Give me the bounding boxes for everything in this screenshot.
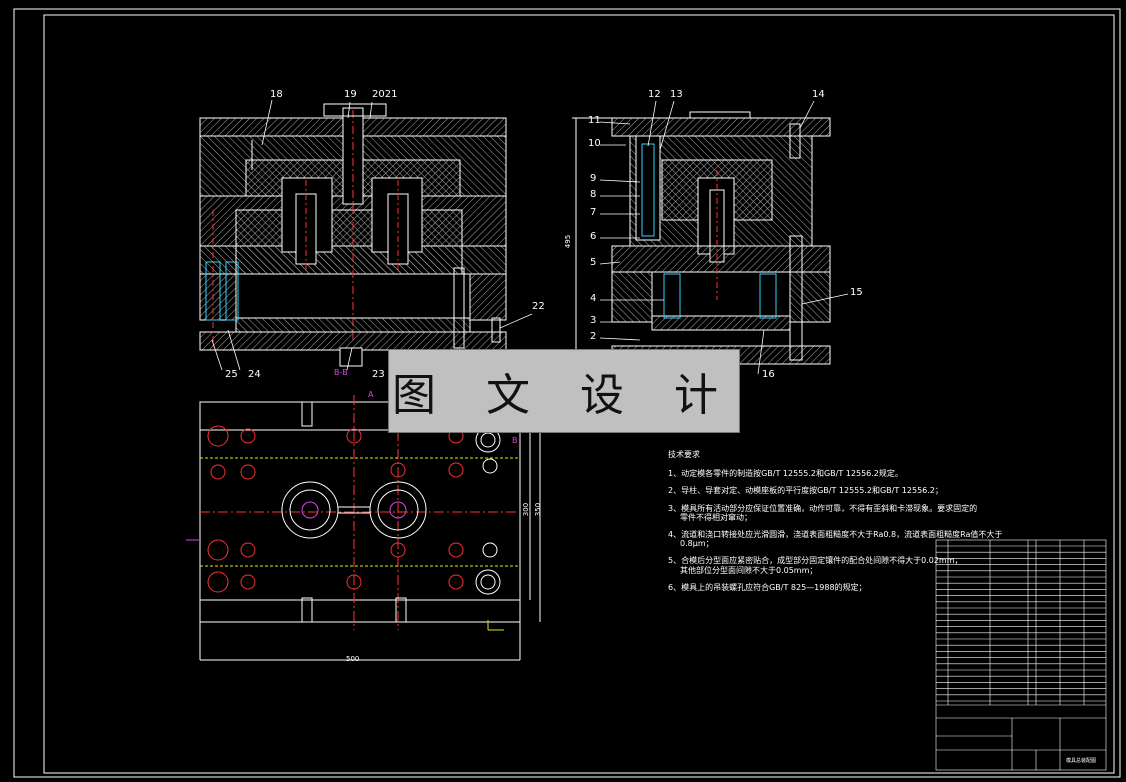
left-section-view (199, 103, 507, 367)
callout-15: 15 (850, 287, 863, 298)
callout-19: 19 (344, 89, 357, 100)
callout-14: 14 (812, 89, 825, 100)
dimension-height-side: 495 (564, 234, 573, 249)
title-block-drawing-title: 模具总装配图 (1066, 757, 1096, 764)
section-label: B-B (334, 368, 348, 377)
parts-list-table (935, 539, 1107, 771)
callout-7: 7 (590, 207, 597, 218)
dimension-height-a: 300 (522, 502, 531, 517)
callout-5: 5 (590, 257, 597, 268)
callout-16: 16 (762, 369, 775, 380)
callout-2021: 2021 (372, 89, 398, 100)
note-4: 4、流道和浇口转接处应光滑圆滑，浇道表面粗糙度不大于Ra0.8，流道表面粗糙度R… (668, 529, 1003, 549)
callout-23: 23 (372, 369, 385, 380)
note-2: 2、导柱、导套对定、动模座板的平行度按GB/T 12555.2和GB/T 125… (668, 486, 943, 496)
note-1: 1、动定模各零件的制造按GB/T 12555.2和GB/T 12556.2规定。 (668, 469, 903, 479)
right-section-view (572, 111, 831, 365)
notes-heading: 技术要求 (668, 450, 700, 459)
plan-view (186, 395, 541, 661)
callout-25: 25 (225, 369, 238, 380)
outer-frame (13, 8, 1121, 778)
dimension-height-b: 350 (534, 502, 543, 517)
section-mark-a: A (368, 390, 374, 399)
technical-requirements: 技术要求 1、动定模各零件的制造按GB/T 12555.2和GB/T 12556… (668, 450, 1003, 600)
note-5: 5、合模后分型面应紧密贴合，成型部分固定镶件的配合处间隙不得大于0.02mm，其… (668, 556, 963, 575)
watermark-banner: 图 文 设 计 (388, 349, 740, 433)
callout-4: 4 (590, 293, 597, 304)
callout-leaders (211, 99, 849, 375)
callout-6: 6 (590, 231, 597, 242)
callout-3: 3 (590, 315, 597, 326)
inner-frame (43, 14, 1115, 774)
callout-10: 10 (588, 138, 601, 149)
callout-11: 11 (588, 115, 601, 126)
callout-22: 22 (532, 301, 545, 312)
callout-12: 12 (648, 89, 661, 100)
note-3: 3、模具所有活动部分应保证位置准确，动作可靠，不得有歪斜和卡滞现象。要求固定的零… (668, 503, 978, 522)
note-6: 6、模具上的吊装螺孔应符合GB/T 825—1988的规定； (668, 582, 867, 592)
section-mark-b: B (512, 436, 518, 445)
watermark-text: 图 文 设 计 (392, 370, 736, 421)
dimension-width: 500 (346, 655, 360, 663)
callout-9: 9 (590, 173, 597, 184)
callout-8: 8 (590, 189, 597, 200)
callout-24: 24 (248, 369, 261, 380)
callout-13: 13 (670, 89, 683, 100)
callout-2: 2 (590, 331, 597, 342)
callout-18: 18 (270, 89, 283, 100)
